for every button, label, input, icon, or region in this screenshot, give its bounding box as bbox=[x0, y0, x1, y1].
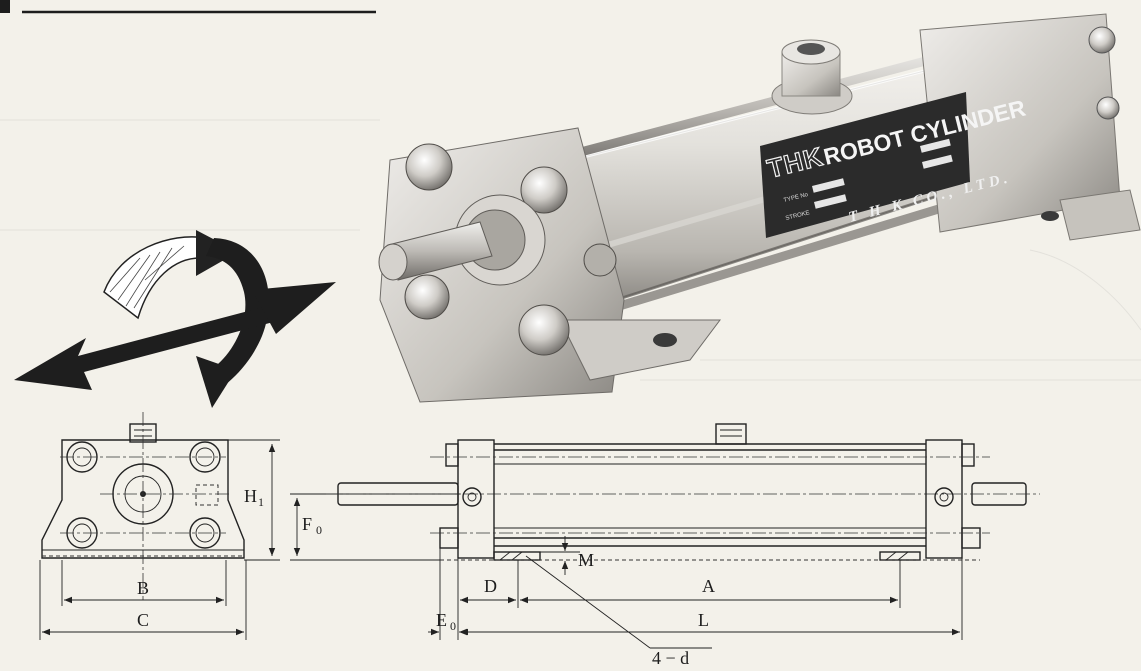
dim-hole-label: 4 − d bbox=[652, 648, 689, 668]
dim-f0-label: F bbox=[302, 514, 312, 534]
side-view-drawing: F 0 bbox=[290, 423, 1040, 668]
dim-l-label: L bbox=[698, 610, 709, 630]
dim-m-label: M bbox=[578, 550, 594, 570]
rotate-and-translate-arrows-icon bbox=[14, 230, 336, 408]
rear-end-plate bbox=[919, 13, 1141, 241]
top-port bbox=[771, 39, 853, 115]
product-illustration: THK ROBOT CYLINDER TYPE No STROKE T H K … bbox=[378, 13, 1141, 403]
dim-b-label: B bbox=[137, 578, 149, 598]
front-end-plate bbox=[378, 127, 721, 403]
front-view-drawing: H 1 B C bbox=[39, 412, 280, 640]
dim-e0-label: E bbox=[436, 610, 447, 630]
stroke-field-label: STROKE bbox=[785, 210, 810, 222]
dim-a-label: A bbox=[702, 576, 715, 596]
dim-h1-subscript: 1 bbox=[258, 495, 264, 509]
background-ghosting bbox=[0, 119, 1141, 381]
dim-e0-subscript: 0 bbox=[450, 619, 456, 633]
dim-c-label: C bbox=[137, 610, 149, 630]
header-rule bbox=[0, 0, 376, 14]
tie-rod-top bbox=[518, 39, 992, 173]
dim-h1-label: H bbox=[244, 486, 257, 506]
dim-d-label: D bbox=[484, 576, 497, 596]
dim-f0-subscript: 0 bbox=[316, 523, 322, 537]
